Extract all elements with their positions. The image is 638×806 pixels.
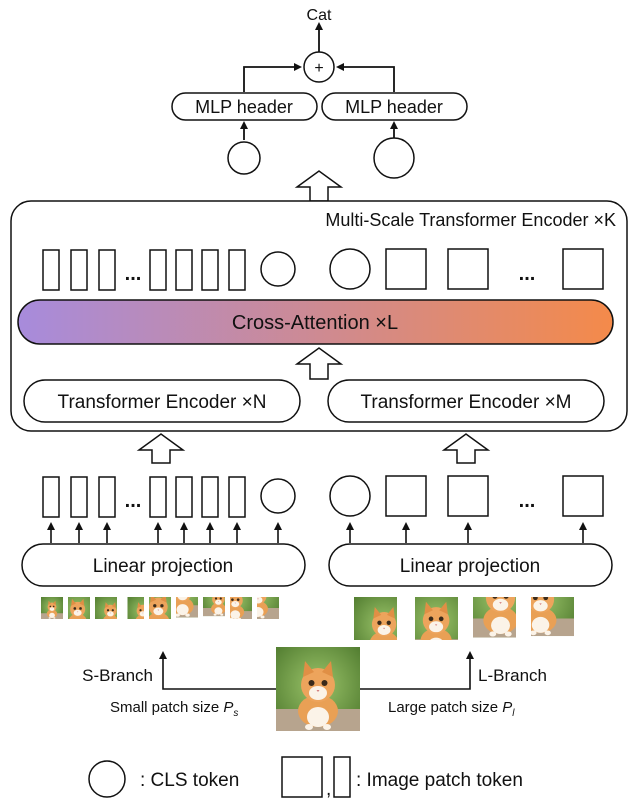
small-patch-token	[201, 476, 219, 518]
cls-token-small	[260, 478, 296, 514]
s-branch-arrow	[159, 651, 276, 690]
input-token-row	[42, 475, 604, 518]
encoder-token-row	[42, 248, 604, 291]
cls-output-token-right	[373, 137, 415, 179]
large-patch-token	[385, 475, 427, 517]
l-branch-arrow	[360, 651, 474, 690]
large-patch-token	[562, 475, 604, 517]
mlp-header-right-label: MLP header	[345, 97, 443, 117]
small-patch-token	[175, 476, 193, 518]
ellipsis: ...	[519, 263, 536, 285]
linear-projection-right-box	[328, 543, 613, 587]
cross-attention-label: Cross-Attention ×L	[232, 312, 398, 334]
legend: : CLS token , : Image patch token	[88, 756, 523, 800]
transformer-encoder-n-box	[23, 379, 301, 423]
small-patch-token	[98, 476, 116, 518]
mlp-header-left-box	[171, 92, 318, 121]
cls-token-large	[329, 475, 371, 517]
small-patch-token	[149, 476, 167, 518]
large-patch-token	[562, 248, 604, 290]
small-patch-size-label: Small patch size Ps	[110, 699, 238, 719]
linear-projection-left-box	[21, 543, 306, 587]
hollow-up-arrow-top	[294, 170, 344, 202]
legend-patch-label: : Image patch token	[356, 770, 523, 791]
large-patch-token	[385, 248, 427, 290]
transformer-encoder-m-label: Transformer Encoder ×M	[360, 392, 571, 413]
legend-patch-bar	[333, 756, 351, 798]
mlp-right-to-sum-arrow	[336, 63, 395, 92]
small-patch-token	[201, 249, 219, 291]
mlp-header-right-box	[321, 92, 468, 121]
input-cat-image	[276, 647, 360, 731]
cross-attention-bar	[17, 299, 614, 345]
hollow-up-arrow-right	[441, 433, 491, 464]
linear-projection-right-label: Linear projection	[400, 556, 540, 577]
ellipsis: ...	[519, 490, 536, 512]
transformer-encoder-n-label: Transformer Encoder ×N	[58, 392, 267, 413]
small-patch-token	[42, 476, 60, 518]
cls-token-small	[260, 251, 296, 287]
small-patch-token	[98, 249, 116, 291]
multi-scale-encoder-label: Multi-Scale Transformer Encoder ×K	[325, 210, 616, 230]
small-patch-token	[175, 249, 193, 291]
legend-cls-circle	[88, 760, 126, 798]
hollow-up-arrow-middle	[294, 347, 344, 380]
transformer-encoder-m-box	[327, 379, 605, 423]
sum-node	[303, 51, 335, 83]
small-patch-token	[42, 249, 60, 291]
hollow-up-arrow-left	[136, 433, 186, 464]
large-patch-token	[447, 475, 489, 517]
ellipsis: ...	[125, 490, 142, 512]
small-patch-token	[228, 249, 246, 291]
legend-comma: ,	[326, 779, 331, 800]
large-patch-token	[447, 248, 489, 290]
legend-patch-square	[281, 756, 323, 798]
ellipsis: ...	[125, 263, 142, 285]
legend-cls-label: : CLS token	[140, 770, 239, 791]
mlp-left-to-sum-arrow	[243, 63, 302, 92]
plus-symbol: +	[314, 60, 323, 77]
cls-output-token-left	[227, 141, 261, 175]
linear-projection-left-label: Linear projection	[93, 556, 233, 577]
small-patch-token	[70, 476, 88, 518]
cls-token-large	[329, 248, 371, 290]
small-patch-token	[70, 249, 88, 291]
small-patch-token	[228, 476, 246, 518]
s-branch-label: S-Branch	[82, 666, 153, 685]
large-patch-size-label: Large patch size Pl	[388, 699, 515, 719]
mlp-header-left-label: MLP header	[195, 97, 293, 117]
projection-arrows	[47, 522, 587, 543]
small-patch-token	[149, 249, 167, 291]
output-label: Cat	[307, 7, 332, 24]
l-branch-label: L-Branch	[478, 666, 547, 685]
